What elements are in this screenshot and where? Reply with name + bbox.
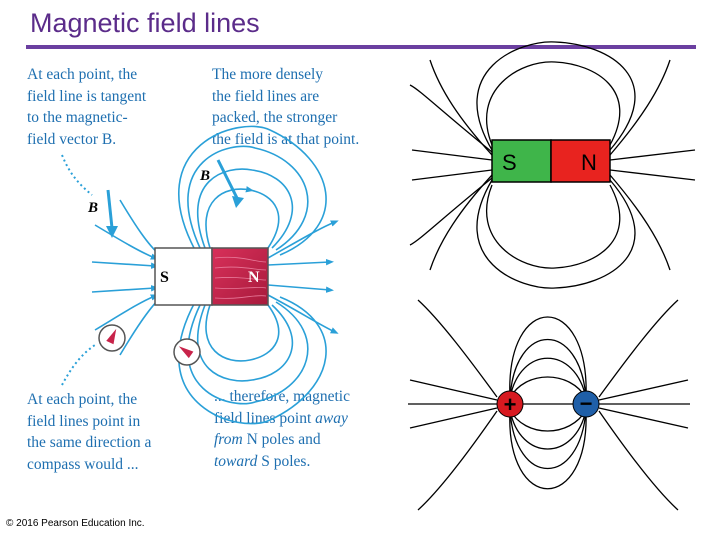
note-therefore-away: away from: [214, 409, 348, 449]
note-compass: At each point, the field lines point in …: [27, 391, 152, 473]
bar-n-half: [550, 139, 611, 183]
compass-left: [98, 324, 126, 352]
positive-charge-sign: +: [504, 392, 517, 417]
magnet-interior-lines: [214, 256, 267, 299]
b-vector-left-arrow: [106, 189, 114, 229]
bar-s-label: S: [502, 150, 517, 175]
blue-field-lines: [91, 125, 339, 425]
dipole-diagram: [408, 299, 690, 511]
magnet-n-label: N: [248, 269, 260, 286]
note-therefore-part2: N poles and: [246, 431, 321, 448]
note-density: The more densely the field lines are pac…: [212, 66, 360, 148]
magnet-s-half: [154, 247, 213, 306]
b-vector-upper-arrow: [216, 159, 240, 201]
pointer-compass: [61, 344, 96, 386]
bar-magnet-diagram: [409, 41, 696, 289]
compass-lower: [173, 338, 201, 366]
b-vector-left-head: [106, 226, 118, 238]
magnet-s-label: S: [160, 269, 169, 286]
magnet-n-half: [211, 247, 269, 306]
note-tangent: At each point, the field line is tangent…: [27, 66, 147, 148]
bar-s-half: [491, 139, 552, 183]
negative-charge-sign: −: [580, 391, 593, 416]
pointer-tangent: [61, 154, 93, 196]
bar-n-label: N: [581, 150, 597, 175]
b-vector-upper-head: [232, 196, 244, 208]
title-underline: [26, 45, 696, 49]
page-title: Magnetic field lines: [30, 8, 260, 38]
note-therefore-part3: S poles.: [257, 452, 311, 470]
b-vector-upper-label: B: [199, 168, 210, 184]
negative-charge: [572, 390, 600, 418]
copyright-notice: © 2016 Pearson Education Inc.: [6, 518, 145, 529]
note-therefore-toward: toward: [214, 452, 258, 470]
b-vector-left-label: B: [87, 200, 98, 216]
positive-charge: [496, 390, 524, 418]
